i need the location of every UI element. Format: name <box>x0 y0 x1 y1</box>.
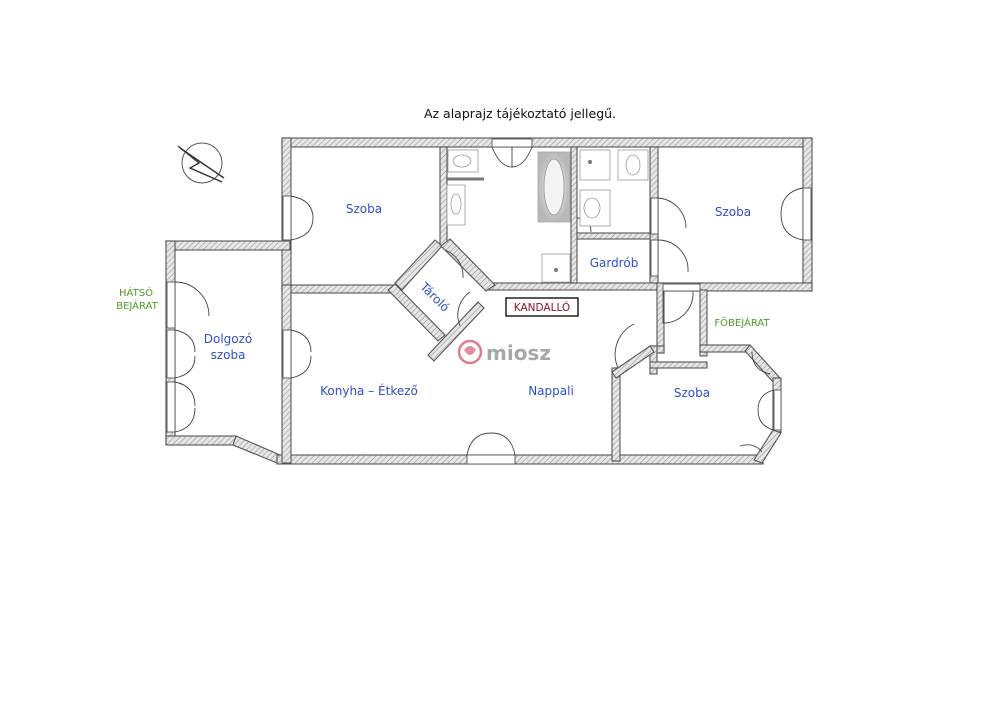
main-entrance-label: FŐBEJÁRAT <box>714 315 770 329</box>
back-entrance-label-line1: HÁTSÓ <box>119 286 153 299</box>
room-label-szoba-bottom: Szoba <box>674 386 710 400</box>
fireplace-box <box>505 297 579 317</box>
room-label-nappali: Nappali <box>528 384 574 398</box>
back-entrance-label-line2: BEJÁRAT <box>116 299 158 312</box>
plan-title: Az alaprajz tájékoztató jellegű. <box>424 106 616 121</box>
room-label-tarolo: Tároló <box>417 279 453 315</box>
walls <box>165 137 813 465</box>
room-label-konyha: Konyha – Étkező <box>320 383 418 398</box>
watermark-text: miosz <box>486 341 551 365</box>
miosz-logo-icon <box>457 339 483 365</box>
north-arrow-icon <box>177 142 225 184</box>
room-label-dolgozo-line2: szoba <box>211 348 246 362</box>
bathroom-fixtures <box>446 149 649 283</box>
room-label-szoba-top-left: Szoba <box>346 202 382 216</box>
room-label-szoba-top-right: Szoba <box>715 205 751 219</box>
openings <box>166 138 812 465</box>
fireplace-label: KANDALLÓ <box>514 301 570 314</box>
room-label-gardrob: Gardrób <box>590 256 639 270</box>
room-label-dolgozo-line1: Dolgozó <box>204 332 253 346</box>
